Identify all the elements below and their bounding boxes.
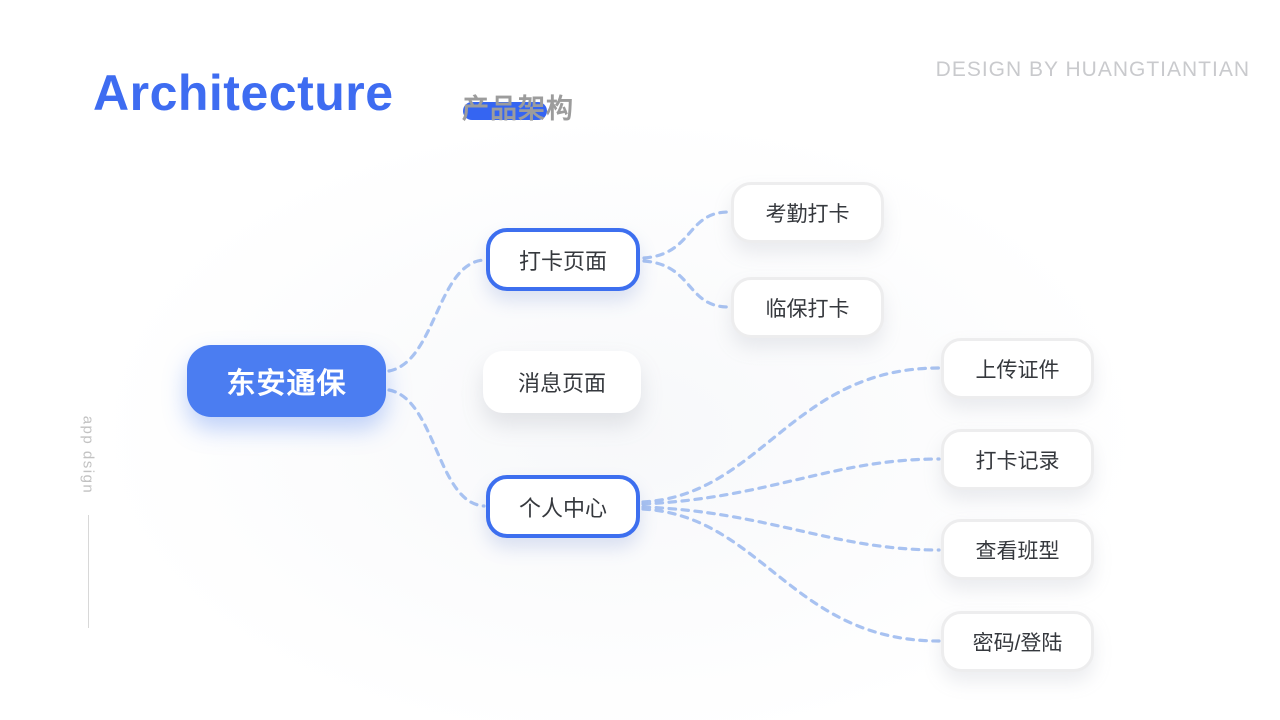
leaf-upload-credentials-label: 上传证件 [975, 358, 1060, 382]
subtitle-highlight-bar [463, 102, 547, 120]
node-personal-center: 个人中心 [486, 475, 640, 538]
leaf-checkin-records: 打卡记录 [941, 429, 1094, 490]
connector-profile-to-password [641, 507, 941, 643]
connector-checkin-to-temporary [642, 259, 731, 309]
node-root-app: 东安通保 [187, 345, 386, 417]
vertical-divider-line [88, 515, 89, 628]
node-checkin-page: 打卡页面 [486, 228, 640, 291]
node-root-label: 东安通保 [226, 368, 347, 400]
leaf-attendance-checkin-label: 考勤打卡 [765, 202, 850, 226]
page-title: Architecture [93, 65, 394, 121]
leaf-checkin-records-label: 打卡记录 [975, 449, 1060, 473]
leaf-attendance-checkin: 考勤打卡 [731, 182, 884, 243]
connector-profile-to-upload [641, 366, 941, 504]
leaf-password-login-label: 密码/登陆 [972, 631, 1063, 655]
connector-root-to-checkin-page [387, 258, 486, 373]
node-message-page-label: 消息页面 [517, 371, 606, 396]
leaf-password-login: 密码/登陆 [941, 611, 1094, 672]
subtitle-group: 产品架构 [462, 87, 574, 126]
page-subtitle: 产品架构 [462, 94, 574, 124]
node-checkin-page-label: 打卡页面 [518, 248, 607, 274]
node-message-page: 消息页面 [483, 351, 641, 413]
leaf-upload-credentials: 上传证件 [941, 338, 1094, 399]
node-personal-center-label: 个人中心 [518, 495, 607, 521]
connector-profile-to-shift [641, 505, 941, 552]
leaf-view-shift-type-label: 查看班型 [975, 539, 1060, 563]
leaf-temporary-checkin: 临保打卡 [731, 277, 884, 338]
connector-checkin-to-attendance [642, 210, 731, 260]
leaf-temporary-checkin-label: 临保打卡 [765, 297, 850, 321]
connector-root-to-personal-center [387, 388, 486, 508]
leaf-view-shift-type: 查看班型 [941, 519, 1094, 580]
connector-profile-to-records [641, 457, 941, 506]
designer-credit: DESIGN BY HUANGTIANTIAN [935, 58, 1250, 81]
